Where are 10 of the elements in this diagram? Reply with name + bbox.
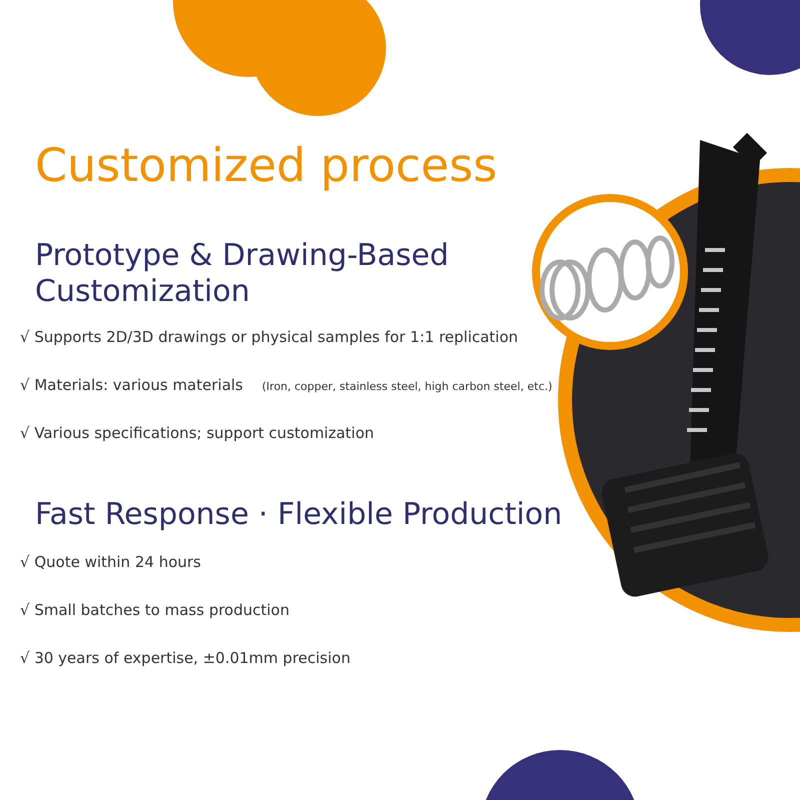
bullet-text: √ 30 years of expertise, ±0.01mm precision — [20, 649, 350, 667]
bullet-text: √ Materials: various materials — [20, 376, 243, 394]
bullet-text: √ Small batches to mass production — [20, 601, 290, 619]
section-heading: Prototype & Drawing-Based Customization — [35, 238, 450, 310]
note-text: (Iron, copper, stainless steel, high carbon steel, etc.) — [262, 380, 552, 393]
bullet-text: √ Supports 2D/3D drawings or physical samples for 1:1 replication — [20, 328, 518, 346]
section-heading: Fast Response · Flexible Production — [35, 497, 564, 533]
page-title: Customized process — [35, 138, 498, 192]
bullet-text: √ Quote within 24 hours — [20, 553, 201, 571]
bullet-text: √ Various specifications; support customization — [20, 424, 374, 442]
